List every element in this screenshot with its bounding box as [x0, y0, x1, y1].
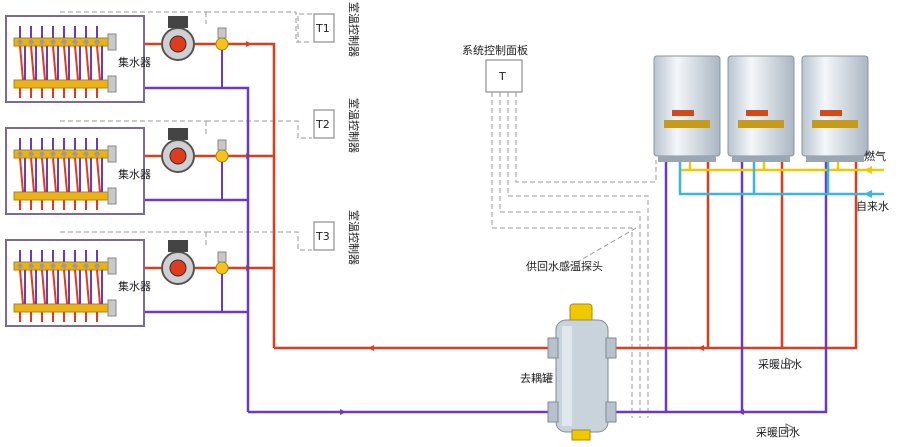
wall-hung-boiler-icon	[727, 55, 795, 162]
hydraulic-separator-icon	[547, 303, 617, 441]
valve-icon	[215, 27, 229, 88]
circulation-pump-icon	[161, 240, 195, 285]
thermostat-t1	[313, 13, 335, 43]
manifold-label: 集水器	[118, 279, 151, 293]
thermostat-t1-label: T1	[315, 22, 330, 35]
manifold-2: 集水器	[5, 127, 151, 215]
thermostat-t3-label: T3	[315, 230, 330, 243]
thermostat-t3	[313, 221, 335, 251]
gas-line	[680, 160, 884, 172]
return-arrows	[340, 409, 744, 415]
wall-hung-boiler-icon	[653, 55, 721, 162]
manifold-1: 集水器	[5, 15, 151, 103]
system-control-panel	[485, 59, 523, 93]
manifold-label: 集水器	[118, 167, 151, 181]
system-panel-label: 系统控制面板	[462, 43, 528, 57]
wall-hung-boiler-icon	[801, 55, 869, 162]
sensor-label: 供回水感温探头	[526, 259, 603, 273]
heating-out-arrow	[785, 357, 796, 367]
water-line	[678, 160, 884, 196]
heating-out-label: 采暖出水	[758, 357, 802, 371]
heating-return-arrow	[785, 423, 796, 433]
manifold-3: 集水器	[5, 239, 151, 327]
room-controller-label-1: 室温控制器	[347, 2, 361, 57]
control-wires	[60, 11, 657, 418]
gas-label: 燃气	[864, 149, 886, 163]
boiler-group	[653, 55, 869, 162]
thermostat-t2	[313, 109, 335, 139]
tap-water-label: 自来水	[856, 200, 889, 213]
heating-return-label: 采暖回水	[756, 426, 800, 439]
pump-group	[161, 16, 229, 312]
water-arrow	[864, 190, 872, 198]
valve-icon	[215, 251, 229, 312]
return-pipes	[140, 86, 828, 414]
separator-label: 去耦罐	[520, 372, 553, 385]
gas-arrow	[864, 166, 872, 174]
circulation-pump-icon	[161, 16, 195, 61]
supply-arrows	[246, 41, 704, 351]
manifold-label: 集水器	[118, 55, 151, 69]
valve-icon	[215, 139, 229, 200]
circulation-pump-icon	[161, 128, 195, 173]
room-controller-label-2: 室温控制器	[347, 98, 361, 153]
system-panel-t-label: T	[498, 70, 506, 83]
room-controller-label-3: 室温控制器	[347, 210, 361, 265]
thermostat-t2-label: T2	[315, 118, 330, 131]
